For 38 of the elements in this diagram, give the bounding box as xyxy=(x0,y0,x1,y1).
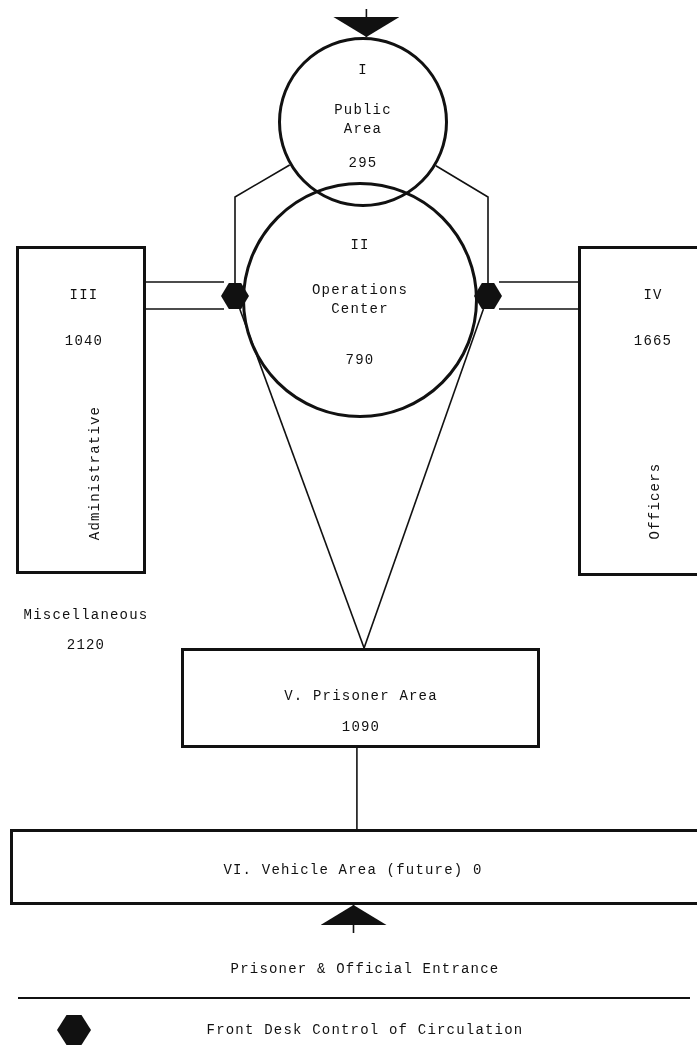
connector-line xyxy=(143,281,225,283)
area-number: III xyxy=(68,285,100,305)
area-box xyxy=(10,829,697,905)
connector-line xyxy=(143,308,225,310)
connector-line xyxy=(234,164,291,284)
area-name: Officers xyxy=(645,462,664,540)
control-point-hexagon xyxy=(221,283,249,309)
entrance-arrow xyxy=(320,904,387,934)
area-name: V. Prisoner Area xyxy=(283,686,439,706)
area-name: VI. Vehicle Area (future) 0 xyxy=(222,860,484,880)
area-circle xyxy=(278,37,448,207)
area-number: II xyxy=(349,235,371,255)
entrance-arrow xyxy=(333,8,400,38)
connector-line xyxy=(498,308,581,310)
area-name: Operations Center xyxy=(311,281,409,319)
area-circle xyxy=(242,182,478,418)
area-name: Public Area xyxy=(333,101,393,139)
area-box xyxy=(181,648,540,748)
control-point-hexagon xyxy=(474,283,502,309)
area-size: 1090 xyxy=(340,717,382,737)
area-size: 295 xyxy=(347,153,379,173)
connector-line xyxy=(498,281,581,283)
connector-line xyxy=(356,747,358,830)
area-box xyxy=(16,246,146,574)
area-size: 2120 xyxy=(66,637,106,653)
area-size: 1040 xyxy=(63,331,105,351)
area-name: Administrative xyxy=(85,405,104,541)
entrance-label: Prisoner & Official Entrance xyxy=(230,961,500,977)
connector-line xyxy=(435,164,489,284)
area-box xyxy=(578,246,697,576)
area-size: 1665 xyxy=(632,331,674,351)
legend-text: Front Desk Control of Circulation xyxy=(206,1022,524,1038)
area-number: IV xyxy=(642,285,664,305)
connector-line xyxy=(363,308,485,649)
area-size: 790 xyxy=(344,350,376,370)
connector-line xyxy=(238,308,365,649)
area-number: I xyxy=(357,60,369,80)
area-name: Miscellaneous xyxy=(23,607,149,623)
